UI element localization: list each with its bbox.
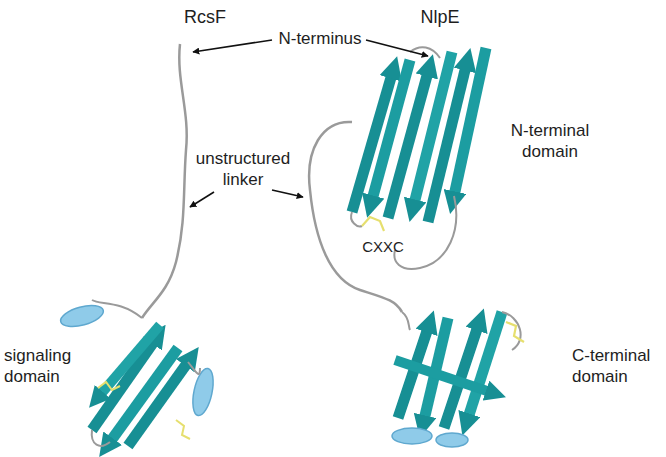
structure-label: C-terminal domain bbox=[572, 345, 662, 388]
structure-label: signaling domain bbox=[4, 345, 88, 388]
nlpe-c-terminal-domain bbox=[392, 312, 524, 447]
rcsf-linker bbox=[142, 44, 187, 318]
rcsf-signaling-domain bbox=[58, 300, 216, 446]
structure-label: unstructured linker bbox=[187, 148, 299, 191]
structure-label: CXXC bbox=[353, 238, 413, 257]
nlpe-n-terminal-domain bbox=[351, 47, 486, 269]
structure-label: N-terminal domain bbox=[494, 120, 606, 163]
structure-label: NlpE bbox=[400, 6, 480, 29]
structure-label: N-terminus bbox=[265, 28, 375, 49]
structure-label: RcsF bbox=[165, 6, 245, 29]
